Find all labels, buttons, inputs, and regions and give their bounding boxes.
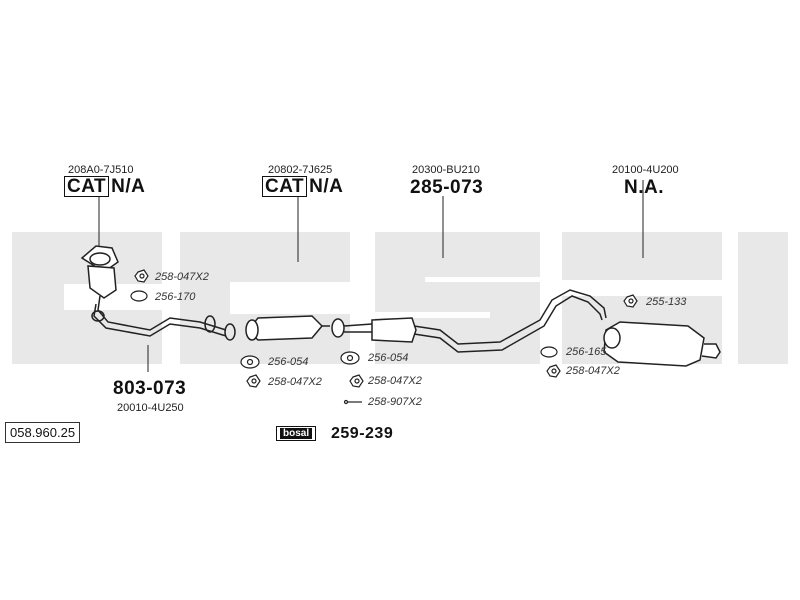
cat-badge: CAT [262,176,308,197]
rear-muffler-availability: N.A. [624,177,664,198]
part-label: 256-054 [268,356,309,368]
oe-number-center-cat: 20802-7J625 [268,164,333,176]
center-pipe [331,289,607,353]
part-label: 256-054 [368,352,409,364]
part-label: 256-170 [155,291,196,303]
oe-number-rear-muffler: 20100-4U200 [612,164,679,176]
kit-logo: bosal [276,426,317,441]
part-label: 258-907X2 [368,396,422,408]
center-pipe-part-number: 285-073 [410,177,484,198]
oe-number-center-pipe: 20300-BU210 [412,164,480,176]
center-catalyst [245,315,330,341]
part-label: 258-047X2 [155,271,209,283]
center-cat-availability: N/A [309,176,344,197]
nut-icon [246,374,261,388]
gasket-icon [340,351,360,365]
cat-badge: CAT [64,176,110,197]
rear-muffler [603,321,721,367]
front-pipe-part-number: 803-073 [113,378,187,399]
oe-number-front-cat: 208A0-7J510 [68,164,134,176]
front-pipe [91,295,236,341]
nut-icon [546,364,561,378]
bolt-icon [343,399,362,405]
nut-icon [349,374,364,388]
part-label: 256-165 [566,346,607,358]
part-label: 255-133 [646,296,687,308]
oe-number-front-pipe: 20010-4U250 [117,402,184,414]
front-cat-availability: N/A [111,176,146,197]
gasket-icon [540,346,558,358]
gasket-icon [240,355,260,369]
diagram-reference-number: 058.960.25 [5,422,81,443]
nut-icon [134,269,149,283]
nut-icon [623,294,638,308]
gasket-icon [130,290,148,302]
part-label: 258-047X2 [268,376,322,388]
part-label: 258-047X2 [368,375,422,387]
part-label: 258-047X2 [566,365,620,377]
fitting-kit-number: 259-239 [331,425,394,442]
front-catalyst [80,245,119,299]
